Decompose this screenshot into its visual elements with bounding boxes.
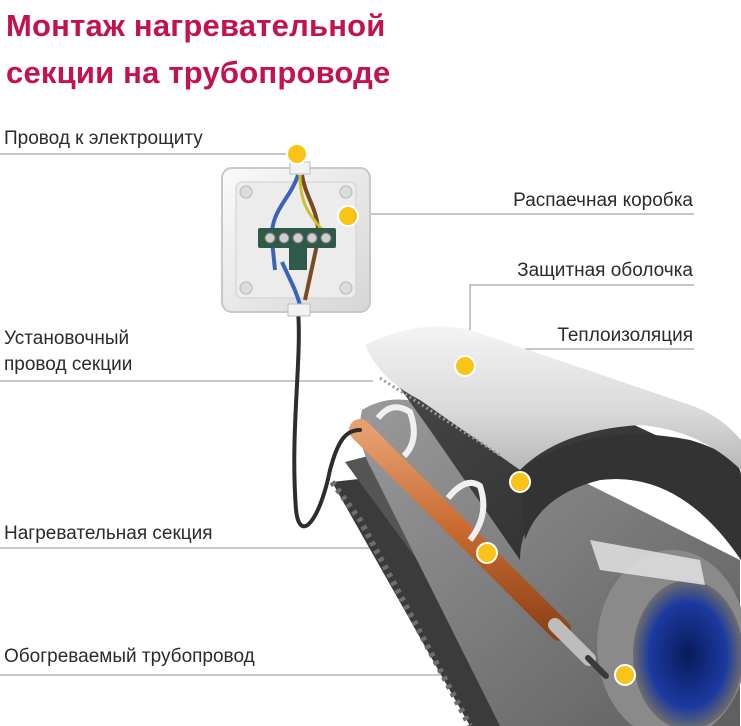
terminal-foot xyxy=(289,248,307,270)
label-junction-box: Распаечная коробка xyxy=(513,190,693,211)
terminal-1 xyxy=(264,232,276,244)
box-screw-tl xyxy=(239,185,253,199)
cable-gland-bottom xyxy=(287,303,311,317)
label-power-wire: Провод к электрощиту xyxy=(4,128,203,149)
box-screw-br xyxy=(339,281,353,295)
heating-cable-braid xyxy=(548,618,597,667)
installation-wire xyxy=(292,308,362,529)
insulation-face xyxy=(520,434,741,560)
title-line-1: Монтаж нагревательной xyxy=(6,8,386,43)
pipe-shine xyxy=(590,540,705,585)
marker-protective-sheath xyxy=(454,355,476,377)
label-insulation: Теплоизоляция xyxy=(557,325,693,346)
title-line-2: секции на трубопроводе xyxy=(6,55,391,90)
marker-power-wire xyxy=(286,143,308,165)
box-screw-tr xyxy=(339,185,353,199)
heating-cable-body xyxy=(349,419,571,641)
label-heating-section: Нагревательная секция xyxy=(4,523,213,544)
marker-heated-pipe xyxy=(614,664,636,686)
terminal-4 xyxy=(306,232,318,244)
heating-cable xyxy=(349,404,609,679)
sheath-texture xyxy=(379,376,501,457)
cable-tie-1 xyxy=(375,404,417,459)
pipe-bore xyxy=(633,580,741,726)
box-wire-blue-2 xyxy=(280,261,302,306)
box-wire-yellow xyxy=(298,174,326,233)
junction-box-graphic xyxy=(221,161,371,317)
box-screw-bl xyxy=(239,281,253,295)
marker-insulation xyxy=(509,471,531,493)
marker-heating-section xyxy=(476,542,498,564)
label-heated-pipe: Обогреваемый трубопровод xyxy=(4,646,255,667)
terminal-2 xyxy=(278,232,290,244)
label-install-wire-line-1: Установочный xyxy=(4,328,130,349)
terminal-5 xyxy=(320,232,332,244)
marker-junction-box xyxy=(337,205,359,227)
terminal-3 xyxy=(292,232,304,244)
label-install-wire-line-2: провод секции xyxy=(4,354,133,375)
wrap-band-lower-edge xyxy=(329,480,473,726)
label-protective-sheath: Защитная оболочка xyxy=(517,260,693,281)
heating-cable-core xyxy=(585,655,609,679)
page-title: Монтаж нагревательной секции на трубопро… xyxy=(6,2,390,96)
markers xyxy=(286,143,636,686)
cable-tie-2 xyxy=(445,480,487,542)
